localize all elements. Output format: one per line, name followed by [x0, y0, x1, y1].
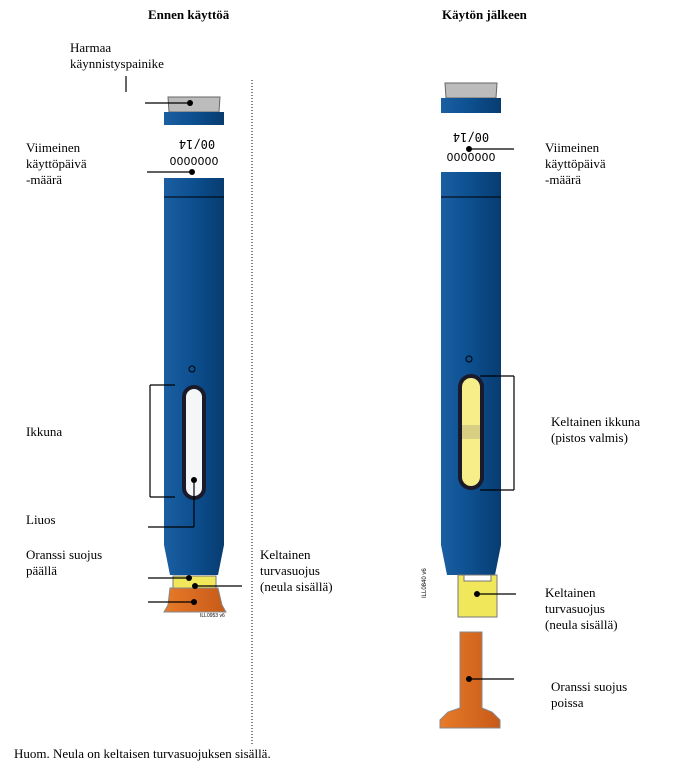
label-date: 00/14 — [452, 130, 490, 144]
expiry-label — [441, 113, 501, 172]
heading-after-use: Käytön jälkeen — [442, 7, 527, 22]
label-expiry-right: Viimeinen käyttöpäivä -määrä — [545, 140, 606, 187]
label-lot: 0000000 — [446, 151, 496, 164]
note: Huom. Neula on keltaisen turvasuojuksen … — [14, 746, 271, 761]
label-yellow-window: Keltainen ikkuna (pistos valmis) — [551, 414, 641, 445]
label-yellow-guard-right: Keltainen turvasuojus (neula sisällä) — [545, 585, 618, 632]
pen-before-use — [125, 76, 242, 613]
label-lot: 0000000 — [169, 155, 219, 168]
grey-activation-button — [444, 82, 498, 99]
pen-body — [164, 112, 224, 575]
grey-activation-button — [167, 96, 221, 113]
heading-before-use: Ennen käyttöä — [148, 7, 230, 22]
illustration-code: ILL0953 v6 — [200, 613, 225, 619]
label-orange-cap-on: Oranssi suojus päällä — [26, 547, 103, 578]
label-expiry-left: Viimeinen käyttöpäivä -määrä — [26, 140, 87, 187]
label-grey-button: Harmaa käynnistyspainike — [70, 40, 164, 71]
label-solution: Liuos — [26, 512, 56, 527]
pen-after-use — [439, 82, 516, 729]
label-yellow-guard-left: Keltainen turvasuojus (neula sisällä) — [260, 547, 333, 594]
label-date: 00/14 — [178, 137, 216, 151]
expiry-label — [164, 125, 224, 178]
illustration-code: ILL0840 v6 — [422, 568, 428, 598]
label-window: Ikkuna — [26, 424, 63, 439]
pen-body — [441, 98, 501, 575]
label-orange-cap-off: Oranssi suojus poissa — [551, 679, 628, 710]
